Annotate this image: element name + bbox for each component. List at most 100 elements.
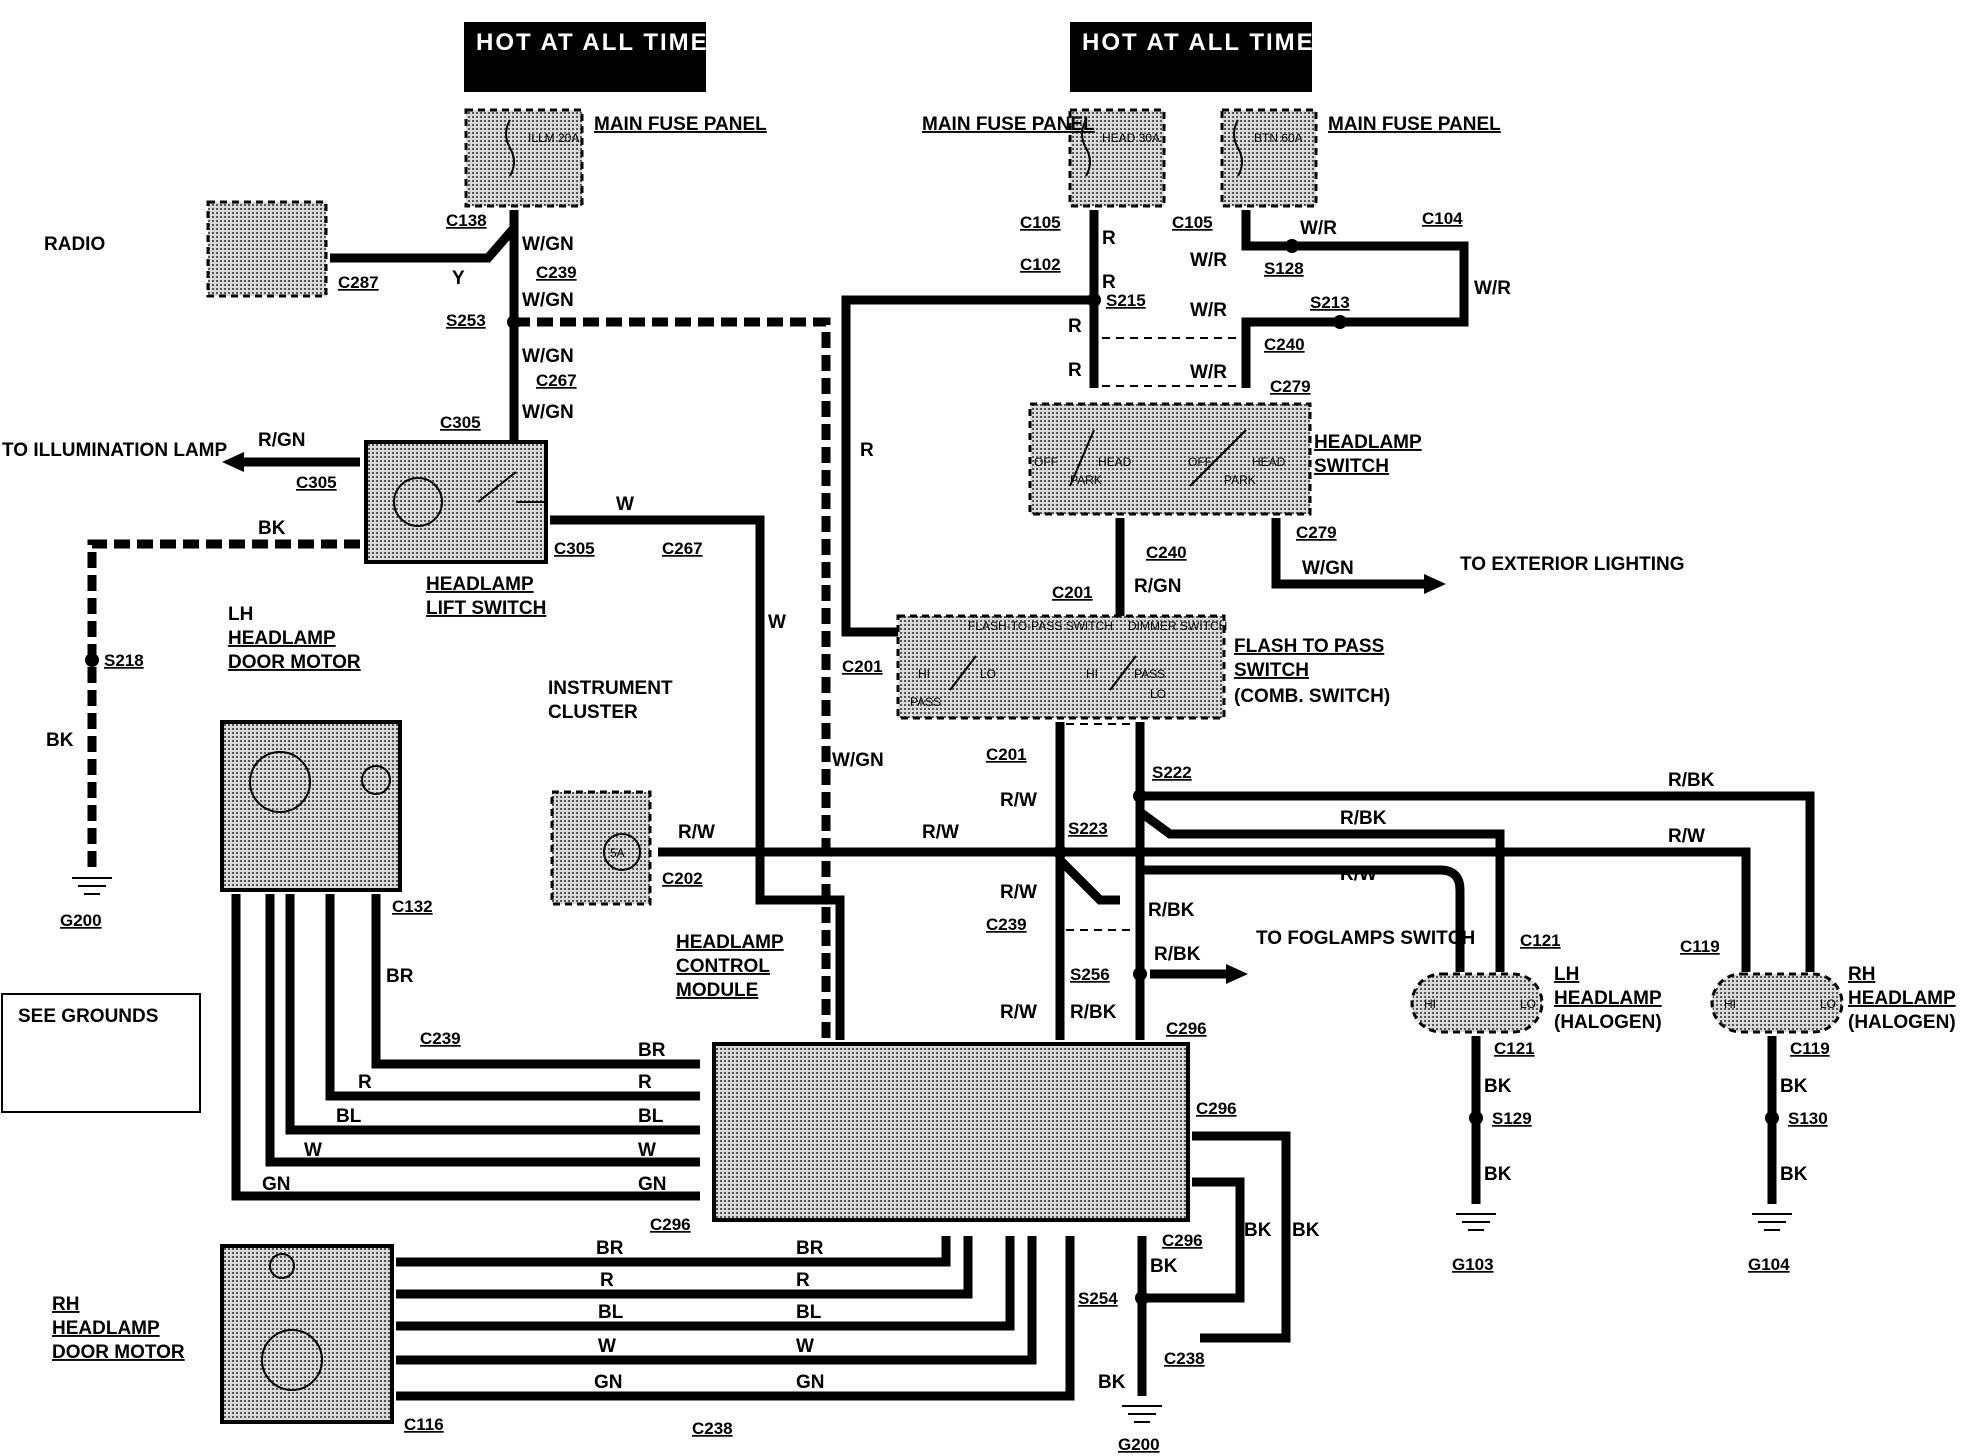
wire-wgn-to-module — [514, 317, 831, 1040]
wire-rbk-lh-lo — [1137, 808, 1505, 972]
rh-lamp-lo: LO — [1820, 997, 1836, 1011]
conn-c116: C116 — [404, 1415, 444, 1434]
ftp-label-dimmer: DIMMER SWITCH — [1128, 619, 1227, 633]
rh-door-motor-label-3: DOOR MOTOR — [52, 1342, 185, 1363]
headlamp-switch-label-2: SWITCH — [1314, 456, 1389, 477]
conn-c201-2: C201 — [842, 657, 883, 676]
splice-s129-dot — [1469, 1111, 1483, 1125]
conn-c138: C138 — [446, 211, 487, 230]
conn-c105-2: C105 — [1172, 213, 1213, 232]
conn-c102: C102 — [1020, 255, 1061, 274]
wc-bk-10: BK — [1098, 1372, 1126, 1393]
ground-g200-bottom-symbol — [1122, 1405, 1162, 1423]
radio-label: RADIO — [44, 234, 105, 255]
wc-wgn-1: W/GN — [522, 234, 574, 255]
wc-rw-3: R/W — [1000, 790, 1037, 811]
wire-lh-bl — [285, 894, 700, 1135]
fuse-panel-label-2: MAIN FUSE PANEL — [922, 114, 1095, 135]
splice-s218: S218 — [104, 651, 144, 670]
ftp-label-1: FLASH TO PASS — [1234, 636, 1384, 657]
wc-r-8: R — [600, 1270, 614, 1291]
ftp-label-pass-2: PASS — [1134, 667, 1165, 681]
conn-c201-1: C201 — [1052, 583, 1093, 602]
splice-s223: S223 — [1068, 819, 1108, 838]
splice-s254-dot — [1135, 1291, 1149, 1305]
wire-rh-r — [396, 1236, 973, 1299]
headlamp-control-module — [712, 1042, 1190, 1222]
lh-headlamp: HI LO — [1410, 972, 1544, 1034]
wc-wgn-4: W/GN — [522, 402, 574, 423]
wc-r-6: R — [358, 1072, 372, 1093]
conn-c305-1: C305 — [440, 413, 481, 432]
wc-br-2: BR — [638, 1040, 666, 1061]
wc-br-1: BR — [386, 966, 414, 987]
switch-label-off-2: OFF — [1188, 455, 1212, 469]
switch-label-head-1: HEAD — [1098, 455, 1132, 469]
conn-c105-1: C105 — [1020, 213, 1061, 232]
lh-lamp-lo: LO — [1520, 997, 1536, 1011]
wc-bk-1: BK — [258, 518, 286, 539]
conn-c132: C132 — [392, 897, 433, 916]
wc-r-4: R — [1068, 316, 1082, 337]
headlamp-switch — [1028, 402, 1312, 516]
ground-g103: G103 — [1452, 1255, 1494, 1274]
fuse-head: HEAD 30A — [1068, 108, 1166, 208]
wc-br-4: BR — [796, 1238, 824, 1259]
wc-r-7: R — [638, 1072, 652, 1093]
conn-c119-2: C119 — [1790, 1039, 1830, 1058]
splice-labels: S253 S215 S128 S213 S218 S222 S223 S256 … — [104, 259, 1828, 1308]
svg-text:HOT AT ALL TIMES: HOT AT ALL TIMES — [1082, 29, 1333, 56]
rh-door-motor-label-1: RH — [52, 1294, 79, 1315]
wc-bk-4: BK — [1484, 1164, 1512, 1185]
lh-motor-symbol — [249, 751, 311, 813]
ground-g200-left-symbol — [72, 877, 112, 895]
wc-w-6: W — [796, 1336, 814, 1357]
see-grounds-label: SEE GROUNDS — [18, 1006, 158, 1027]
wc-w-5: W — [598, 1336, 616, 1357]
rh-motor-m-symbol — [269, 1253, 295, 1279]
wc-rbk-5: R/BK — [1070, 1002, 1117, 1023]
conn-c238-1: C238 — [1164, 1349, 1205, 1368]
ground-labels: G200 G103 G104 G200 — [60, 911, 1790, 1454]
wc-bl-3: BL — [598, 1302, 624, 1323]
splice-s213: S213 — [1310, 293, 1350, 312]
fuse-head-label: HEAD 30A — [1102, 131, 1160, 145]
wire-lh-gn — [231, 894, 700, 1201]
splice-s256-dot — [1133, 967, 1147, 981]
connector-labels: C138 C287 C239 C267 C305 C305 C305 C267 … — [296, 209, 1830, 1438]
module-label-2: CONTROL — [676, 956, 770, 977]
wc-rbk-1: R/BK — [1668, 770, 1715, 791]
conn-c238-2: C238 — [692, 1419, 733, 1438]
conn-c296-1: C296 — [1166, 1019, 1207, 1038]
conn-c296-4: C296 — [1162, 1231, 1203, 1250]
splice-s128-dot — [1285, 239, 1299, 253]
ground-g103-symbol — [1456, 1213, 1496, 1231]
conn-c239-1: C239 — [536, 263, 577, 282]
instrument-cluster-label-2: CLUSTER — [548, 702, 638, 723]
wc-bk-6: BK — [1780, 1164, 1808, 1185]
conn-c201-3: C201 — [986, 745, 1027, 764]
module-label-1: HEADLAMP — [676, 932, 784, 953]
wire-rw-lh-hi — [1140, 865, 1465, 972]
wire-radio-y — [330, 225, 518, 263]
lh-headlamp-label-3: (HALOGEN) — [1554, 1012, 1662, 1033]
see-grounds-box — [1, 993, 201, 1113]
ftp-label-hi-2: HI — [1086, 667, 1098, 681]
wc-rbk-4: R/BK — [1154, 944, 1201, 965]
wire-lh-w — [265, 894, 700, 1167]
wire-bk-lift-ground — [87, 539, 360, 870]
switch-label-park-1: PARK — [1070, 473, 1102, 487]
rh-headlamp-label-2: HEADLAMP — [1848, 988, 1956, 1009]
splice-s218-dot — [85, 653, 99, 667]
ftp-label-lo-1: LO — [980, 667, 996, 681]
wire-lh-r — [325, 894, 700, 1101]
arrow-exterior — [1424, 574, 1446, 594]
fuse-btn: BTN 60A — [1220, 108, 1318, 208]
radio-box — [206, 200, 328, 298]
switch-label-park-2: PARK — [1224, 473, 1256, 487]
conn-c305-3: C305 — [554, 539, 595, 558]
wc-w-4: W — [638, 1140, 656, 1161]
splice-s253: S253 — [446, 311, 486, 330]
wc-r-2: R — [1102, 228, 1116, 249]
wc-bl-1: BL — [336, 1106, 362, 1127]
